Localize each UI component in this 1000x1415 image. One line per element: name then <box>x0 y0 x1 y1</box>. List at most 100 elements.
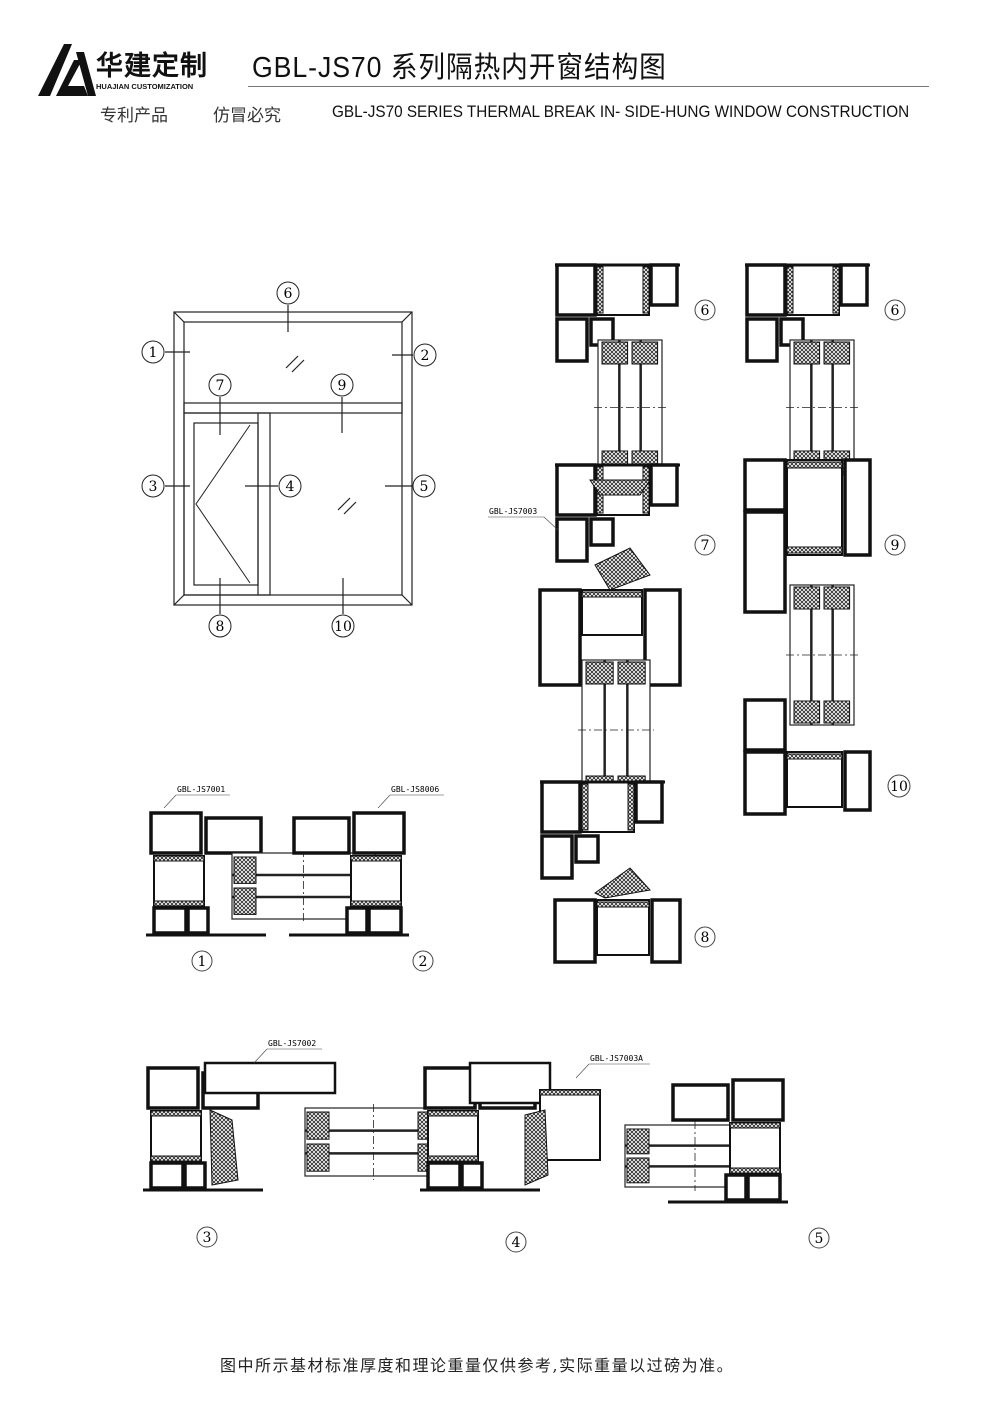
aluminium-chamber <box>555 517 589 563</box>
aluminium-chamber <box>729 1122 781 1174</box>
window-elevation <box>165 305 413 614</box>
page-subtitle: GBL-JS70 SERIES THERMAL BREAK IN- SIDE-H… <box>332 102 910 121</box>
aluminium-chamber <box>427 1110 479 1162</box>
aluminium-chamber <box>589 517 615 547</box>
svg-text:5: 5 <box>815 1231 824 1247</box>
aluminium-chamber <box>153 855 205 907</box>
thermal-break-strip <box>823 700 851 724</box>
svg-text:GBL-JS7003A: GBL-JS7003A <box>590 1054 643 1063</box>
svg-text:10: 10 <box>890 779 908 795</box>
callout-9-sec: 9 <box>884 534 906 556</box>
callout-6-sec-b: 6 <box>884 299 906 321</box>
thermal-break-strip <box>150 1155 202 1162</box>
thermal-break-strip <box>786 546 843 554</box>
aluminium-chamber <box>468 1061 552 1105</box>
callout-3-sec: 3 <box>196 1226 218 1248</box>
callout-8-elev: 8 <box>208 614 232 638</box>
aluminium-chamber <box>553 898 597 964</box>
aluminium-chamber <box>581 781 635 833</box>
svg-text:6: 6 <box>891 303 900 319</box>
svg-text:5: 5 <box>420 479 429 495</box>
aluminium-chamber <box>649 263 679 307</box>
aluminium-chamber <box>671 1083 730 1122</box>
aluminium-chamber <box>649 463 679 507</box>
thermal-break-strip <box>793 586 821 610</box>
aluminium-chamber <box>786 751 843 808</box>
thermal-break-strip <box>427 1110 479 1117</box>
thermal-break-strip <box>350 900 402 907</box>
thermal-break-strip <box>306 1143 330 1172</box>
profile-sections <box>143 263 872 1204</box>
callout-1-sec: 1 <box>191 950 213 972</box>
aluminium-chamber <box>538 588 582 687</box>
svg-text:4: 4 <box>286 479 295 495</box>
svg-text:10: 10 <box>334 619 352 635</box>
aluminium-chamber <box>843 750 872 812</box>
svg-text:1: 1 <box>149 345 158 361</box>
svg-text:9: 9 <box>338 378 347 394</box>
aluminium-chamber <box>350 855 402 907</box>
thermal-break-strip <box>233 887 257 915</box>
thermal-break-strip <box>585 661 614 685</box>
svg-text:3: 3 <box>149 479 158 495</box>
aluminium-chamber <box>843 458 872 557</box>
thermal-break-strip <box>626 1128 650 1155</box>
footer-note: 图中所示基材标准厚度和理论重量仅供参考,实际重量以过磅为准。 <box>220 1356 735 1375</box>
svg-text:GBL-JS7001: GBL-JS7001 <box>177 785 225 794</box>
thermal-break-strip <box>642 266 650 314</box>
thermal-break-strip <box>153 900 205 907</box>
thermal-break-strip <box>350 855 402 862</box>
thermal-break-strip <box>832 266 840 314</box>
aluminium-chamber <box>204 816 263 855</box>
aluminium-chamber <box>460 1161 484 1190</box>
thermal-break-strip <box>627 783 635 831</box>
aluminium-chamber <box>743 510 787 614</box>
callout-6-sec: 6 <box>694 299 716 321</box>
callout-3-elev: 3 <box>141 474 165 498</box>
callout-6-elev: 6 <box>276 281 300 305</box>
aluminium-chamber <box>643 588 682 687</box>
title-rule <box>248 86 929 87</box>
aluminium-chamber <box>150 1110 202 1162</box>
aluminium-chamber <box>423 1066 477 1110</box>
brand-name: 华建定制 <box>96 51 208 82</box>
thermal-break-strip <box>153 855 205 862</box>
svg-text:GBL-JS7003: GBL-JS7003 <box>489 507 537 516</box>
aluminium-chamber <box>555 317 589 363</box>
aluminium-chamber <box>149 811 203 855</box>
aluminium-chamber <box>786 459 843 556</box>
thermal-break-strip <box>786 753 843 760</box>
svg-text:4: 4 <box>512 1235 521 1251</box>
gasket <box>594 867 651 899</box>
callout-10-elev: 10 <box>331 614 355 638</box>
aluminium-chamber <box>634 780 664 824</box>
aluminium-chamber <box>745 317 779 363</box>
callout-10-sec: 10 <box>887 774 911 798</box>
thermal-break-strip <box>306 1111 330 1140</box>
svg-text:6: 6 <box>701 303 710 319</box>
callout-1-elev: 1 <box>141 340 165 364</box>
thermal-break-strip <box>581 783 589 831</box>
svg-text:2: 2 <box>419 954 428 970</box>
brand-name-en: HUAJIAN CUSTOMIZATION <box>96 82 194 91</box>
thermal-break-strip <box>601 341 629 365</box>
aluminium-chamber <box>574 834 600 864</box>
gasket <box>524 1109 549 1186</box>
aluminium-chamber <box>724 1173 748 1202</box>
aluminium-chamber <box>183 1161 207 1190</box>
thermal-break-strip <box>631 341 659 365</box>
gasket <box>589 479 651 496</box>
aluminium-chamber <box>367 906 403 935</box>
callout-4-sec: 4 <box>505 1231 527 1253</box>
aluminium-chamber <box>596 899 650 956</box>
gasket <box>594 547 651 591</box>
svg-text:9: 9 <box>891 538 900 554</box>
svg-text:GBL-JS7002: GBL-JS7002 <box>268 1039 316 1048</box>
counterfeit-note: 仿冒必究 <box>213 106 281 126</box>
aluminium-chamber <box>596 264 650 316</box>
aluminium-chamber <box>352 811 406 855</box>
aluminium-chamber <box>745 263 787 317</box>
callout-5-sec: 5 <box>808 1227 830 1249</box>
profile-label-7003a: GBL-JS7003A <box>575 1054 650 1079</box>
aluminium-chamber <box>345 906 369 935</box>
